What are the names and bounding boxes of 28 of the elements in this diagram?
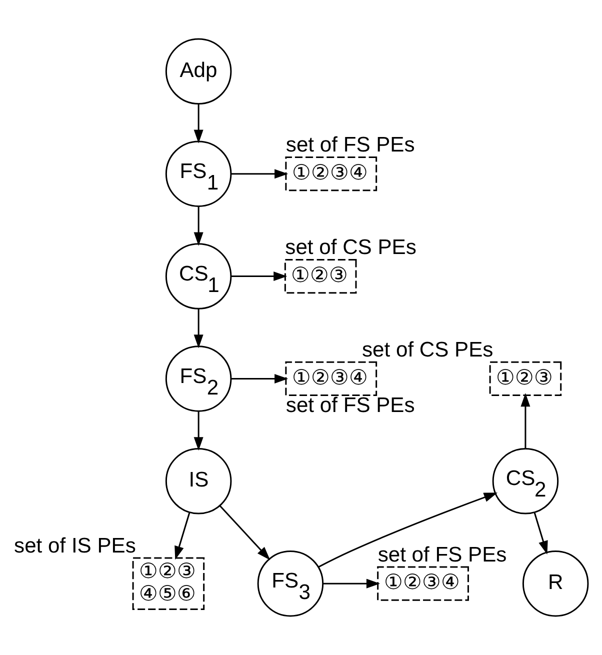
arrow — [194, 206, 204, 246]
node-box: ①②③ — [284, 258, 357, 294]
node-label: set of CS PEs — [285, 236, 416, 259]
node-box: ①②③④ — [285, 156, 378, 192]
arrow — [174, 512, 190, 560]
arrow — [323, 578, 380, 588]
arrow — [230, 272, 288, 282]
arrow — [231, 169, 288, 179]
node-label: set of CS PEs — [362, 338, 494, 362]
node-box: ①②③④ — [285, 361, 378, 396]
arrow — [520, 393, 530, 449]
arrow — [534, 512, 548, 554]
arrow — [194, 308, 204, 348]
arrow — [194, 411, 204, 451]
node-label: set of FS PEs — [286, 134, 415, 157]
node-circle: R — [522, 550, 589, 617]
node-box: ①②③④ — [377, 566, 469, 601]
node-box: ①②③ ④⑤⑥ — [132, 557, 205, 610]
arrow — [219, 505, 270, 560]
arrow — [318, 492, 498, 568]
node-circle: Adp — [165, 38, 232, 105]
node-box: ①②③ — [489, 361, 562, 396]
arrow — [194, 104, 204, 144]
node-circle: IS — [165, 448, 232, 514]
node-label: set of IS PEs — [14, 534, 136, 558]
node-label: set of FS PEs — [286, 394, 415, 418]
arrow — [231, 374, 288, 384]
node-label: set of FS PEs — [378, 543, 507, 566]
